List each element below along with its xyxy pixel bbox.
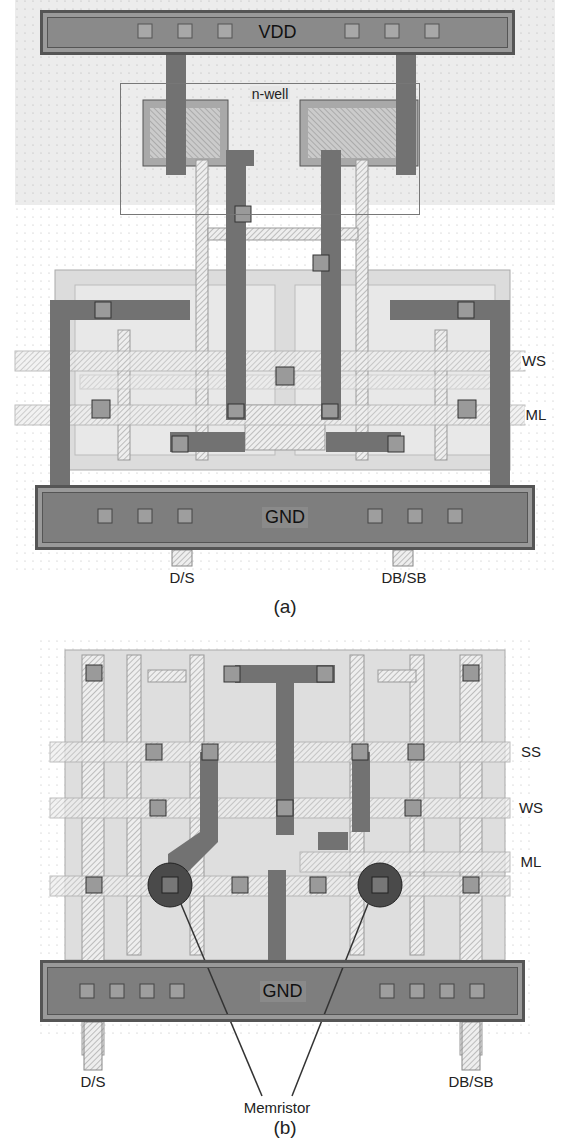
gnd-rail: GND <box>40 960 525 1022</box>
n-well-region: n-well <box>120 83 420 215</box>
signal-name: ML <box>525 407 548 424</box>
node-text: VDD <box>255 22 299 43</box>
pin-name: DB/SB <box>447 1074 494 1091</box>
callout-label: Memristor <box>243 1100 312 1117</box>
node-text: GND <box>260 981 306 1002</box>
signal-name: WS <box>521 353 547 370</box>
gnd-rail: GND <box>35 485 535 550</box>
pin-name: D/S <box>168 570 195 587</box>
pin-name: DB/SB <box>380 570 427 587</box>
node-text: GND <box>262 507 308 528</box>
node-text: n-well <box>250 86 291 102</box>
subfigure-label: (b) <box>272 1118 297 1138</box>
signal-name: ML <box>520 854 543 871</box>
subfigure-label: (a) <box>272 597 297 618</box>
signal-name: WS <box>518 800 544 817</box>
vdd-rail: VDD <box>40 10 515 55</box>
signal-name: SS <box>520 744 542 761</box>
pin-name: D/S <box>79 1074 106 1091</box>
